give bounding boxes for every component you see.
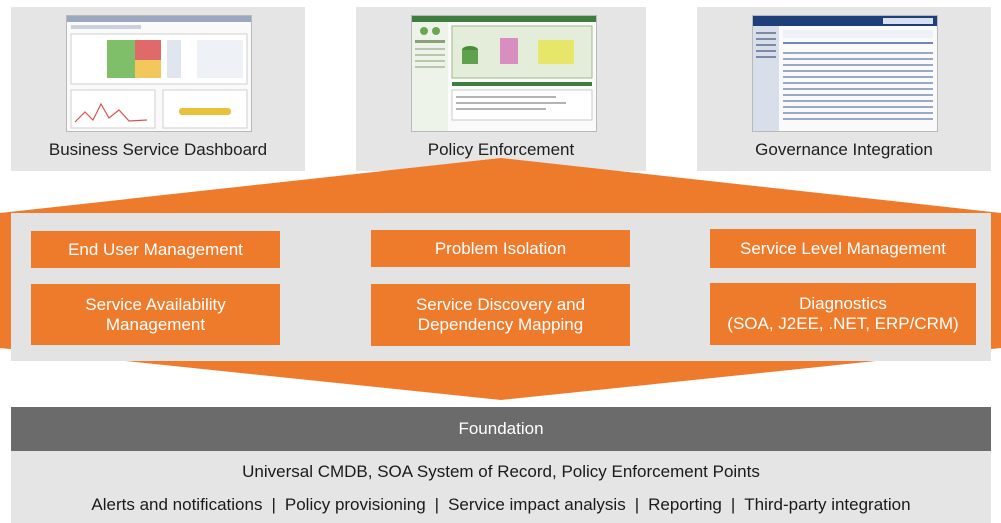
capability-label: Problem Isolation <box>434 238 567 258</box>
separator: | <box>730 495 736 514</box>
capability-diagnostics: Diagnostics (SOA, J2EE, .NET, ERP/CRM) <box>710 283 976 345</box>
foundation-item: Service impact analysis <box>448 495 626 514</box>
policy-thumbnail <box>412 16 596 131</box>
foundation-item: Policy provisioning <box>284 495 426 514</box>
capability-label: Management <box>105 314 206 334</box>
capability-service-availability-management: Service Availability Management <box>31 284 280 345</box>
capability-label: Service Discovery and <box>415 295 586 314</box>
capability-label: Diagnostics <box>799 294 887 313</box>
foundation-details: Universal CMDB, SOA System of Record, Po… <box>11 451 991 523</box>
panel-policy-enforcement: Policy Enforcement <box>356 7 646 171</box>
capability-label: Service Level Management <box>739 238 946 258</box>
foundation-item: Alerts and notifications <box>91 495 263 514</box>
foundation-item: Reporting <box>648 495 722 514</box>
foundation-title: Foundation <box>458 419 544 438</box>
foundation-item: Third-party integration <box>744 495 911 514</box>
panel-business-service-dashboard: Business Service Dashboard <box>11 7 305 171</box>
capability-service-level-management: Service Level Management <box>710 229 976 268</box>
capability-end-user-management: End User Management <box>31 231 280 268</box>
dashboard-screenshot <box>66 15 252 132</box>
capability-problem-isolation: Problem Isolation <box>371 230 630 267</box>
dashboard-thumbnail <box>67 16 251 129</box>
foundation-items: Alerts and notifications | Policy provisio… <box>11 495 991 515</box>
capability-label: Dependency Mapping <box>417 315 584 334</box>
panel-governance-integration: Governance Integration <box>697 7 991 171</box>
foundation-line: Universal CMDB, SOA System of Record, Po… <box>242 462 760 481</box>
capability-label: (SOA, J2EE, .NET, ERP/CRM) <box>727 314 959 333</box>
governance-screenshot <box>752 15 938 132</box>
separator: | <box>271 495 276 514</box>
separator: | <box>634 495 640 514</box>
panel-caption: Business Service Dashboard <box>48 140 268 159</box>
capability-label: Service Availability <box>85 294 226 314</box>
panel-caption: Policy Enforcement <box>427 140 575 159</box>
capability-service-discovery: Service Discovery and Dependency Mapping <box>371 284 630 346</box>
policy-screenshot <box>411 15 597 132</box>
separator: | <box>434 495 440 514</box>
governance-thumbnail <box>753 16 937 131</box>
foundation-header: Foundation <box>11 407 991 451</box>
panel-caption: Governance Integration <box>755 140 933 159</box>
capability-label: End User Management <box>68 239 243 259</box>
